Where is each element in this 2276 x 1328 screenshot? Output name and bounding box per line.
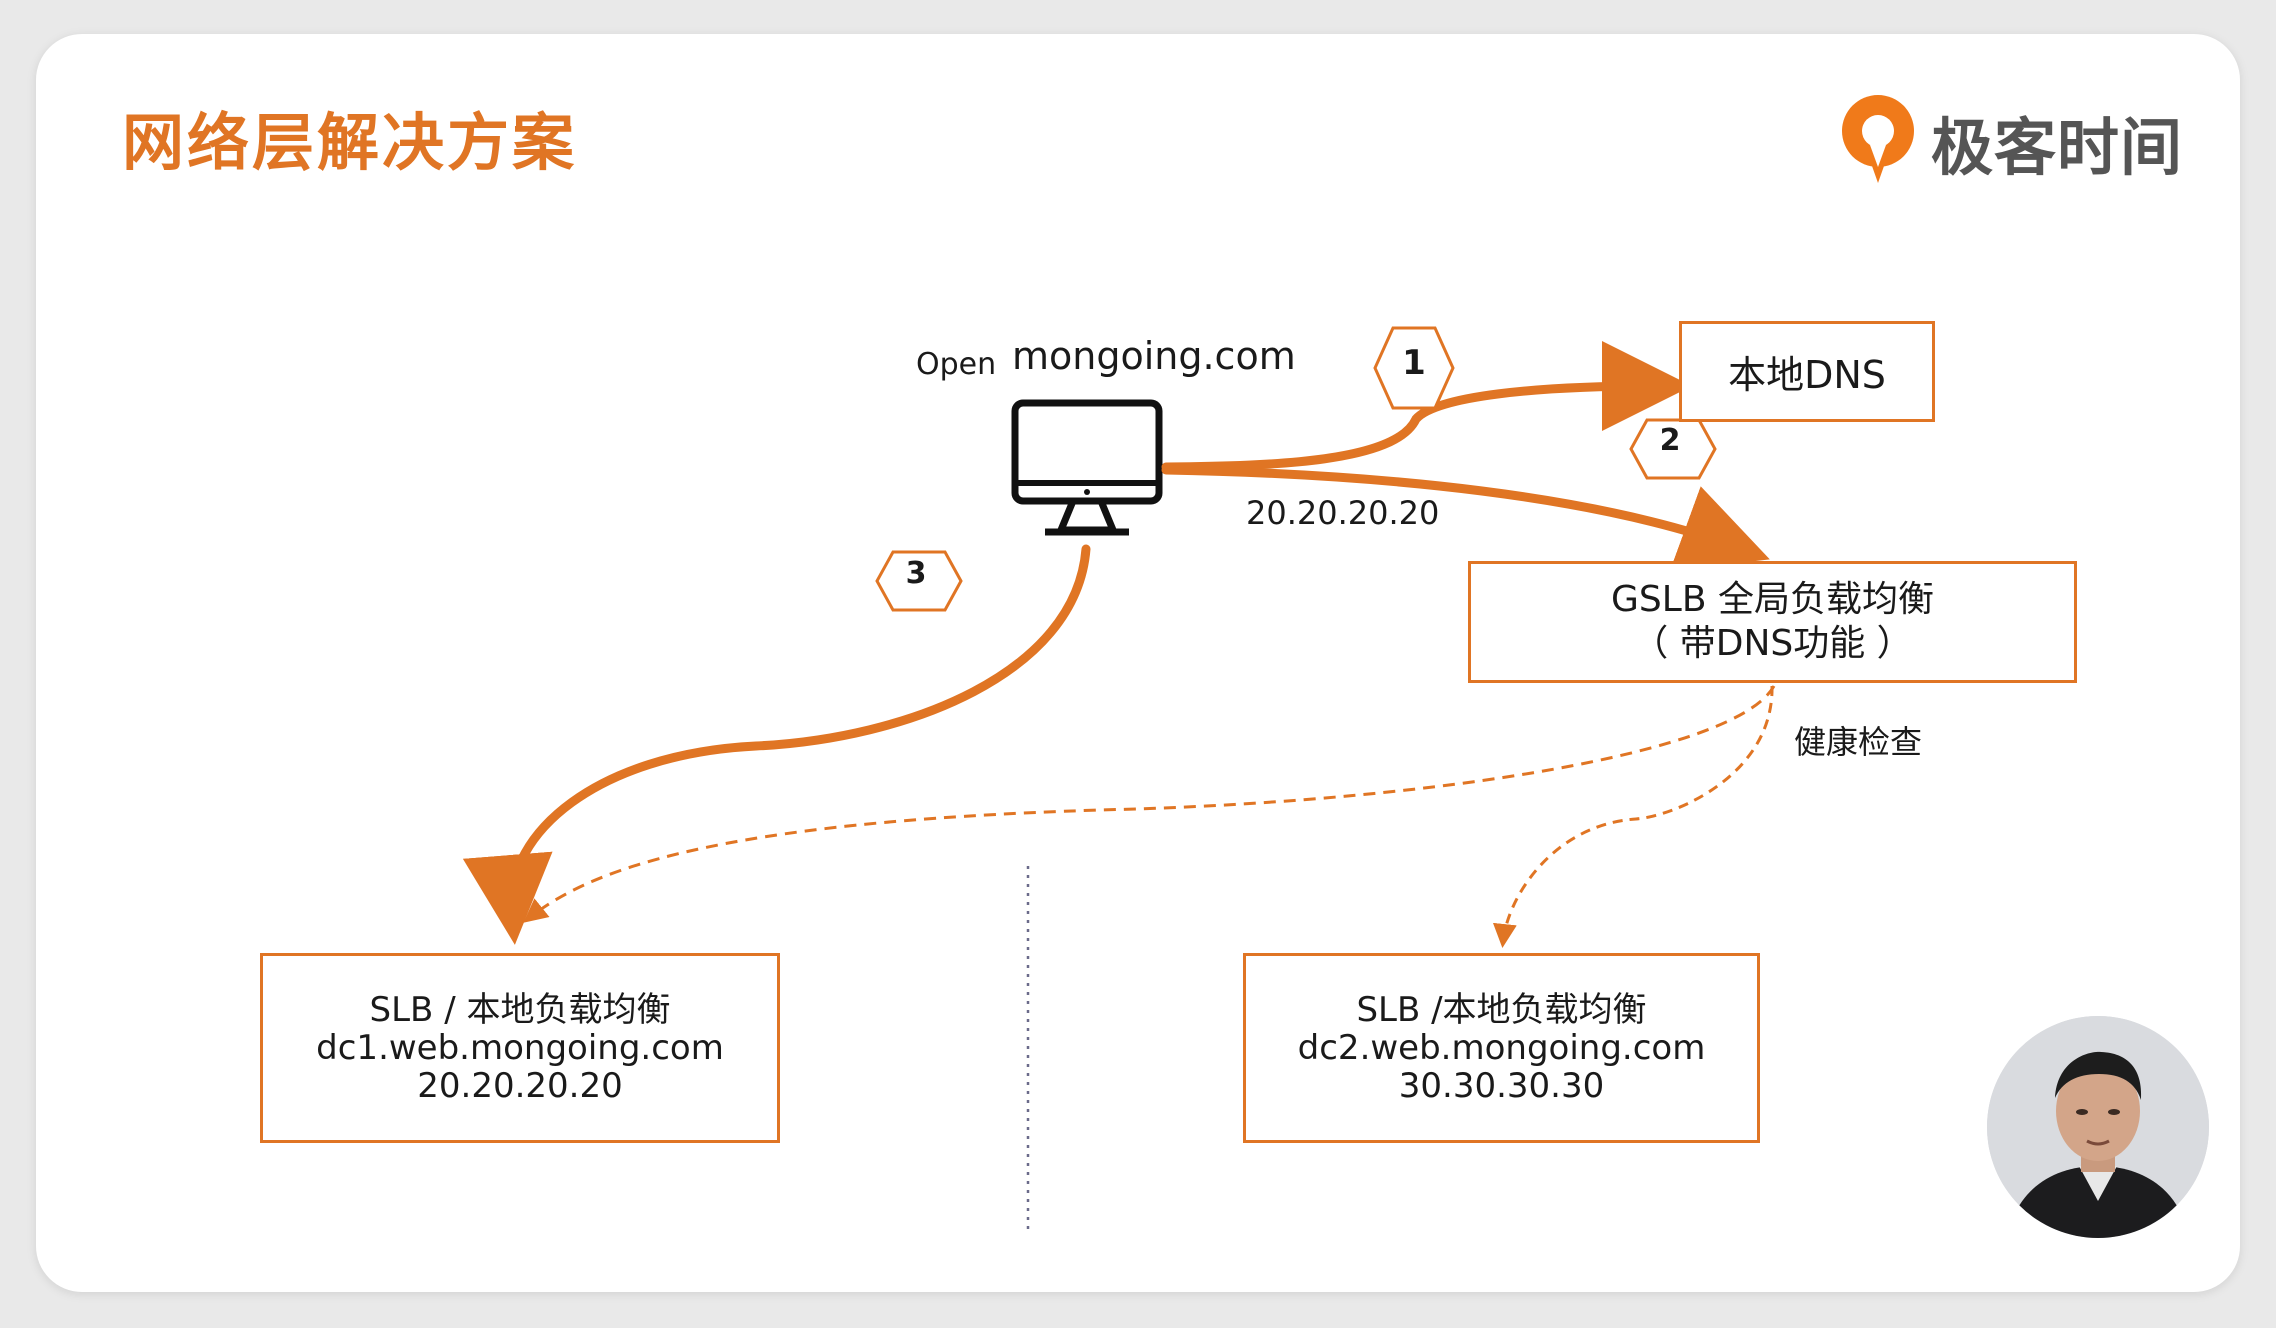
arrow-to-gslb	[1161, 465, 1770, 571]
flow-diagram	[462, 326, 1776, 1232]
local-dns-label: 本地DNS	[1728, 353, 1886, 397]
presenter-video-avatar	[1987, 1016, 2209, 1238]
gslb-title: GSLB 全局负载均衡	[1611, 579, 1934, 620]
gslb-subtitle: （ 带DNS功能 ）	[1632, 623, 1913, 664]
gslb-box: GSLB 全局负载均衡 （ 带DNS功能 ）	[1468, 561, 2077, 683]
slb-dc2-box: SLB /本地负载均衡 dc2.web.mongoing.com 30.30.3…	[1243, 953, 1760, 1143]
slb-dc1-host: dc1.web.mongoing.com	[316, 1028, 724, 1068]
slb-dc1-box: SLB / 本地负载均衡 dc1.web.mongoing.com 20.20.…	[260, 953, 780, 1143]
slb-dc1-ip: 20.20.20.20	[417, 1066, 623, 1106]
arrow-to-local-dns	[1161, 341, 1692, 472]
arrow-to-slb1	[462, 544, 1091, 945]
open-label: Open	[916, 347, 997, 382]
presenter-figure	[1987, 1016, 2209, 1238]
geektime-logo-icon	[1842, 95, 1914, 183]
health-check-line-dc1	[523, 685, 1776, 923]
slb-dc2-ip: 30.30.30.30	[1398, 1066, 1605, 1106]
geektime-logo: 极客时间	[1836, 79, 2216, 189]
local-dns-box: 本地DNS	[1679, 321, 1935, 422]
slide: 网络层解决方案 极客时间	[36, 34, 2240, 1292]
health-check-line-dc2	[1492, 685, 1774, 948]
computer-monitor-icon	[1011, 399, 1163, 536]
slide-title: 网络层解决方案	[122, 106, 578, 179]
slb-dc2-host: dc2.web.mongoing.com	[1297, 1028, 1706, 1068]
slb-dc2-title: SLB /本地负载均衡	[1356, 990, 1647, 1030]
step-3-hexagon	[875, 550, 963, 612]
health-check-label: 健康检查	[1794, 723, 1923, 761]
domain-label: mongoing.com	[1012, 334, 1296, 378]
slb-dc1-title: SLB / 本地负载均衡	[369, 990, 671, 1030]
step-1-number: 1	[1402, 343, 1426, 383]
step-2-hexagon	[1629, 418, 1717, 480]
step-3-number: 3	[905, 556, 927, 591]
resolved-ip-label: 20.20.20.20	[1246, 494, 1440, 532]
step-2-number: 2	[1659, 423, 1681, 458]
logo-text: 极客时间	[1931, 111, 2184, 184]
step-1-hexagon	[1373, 326, 1455, 410]
